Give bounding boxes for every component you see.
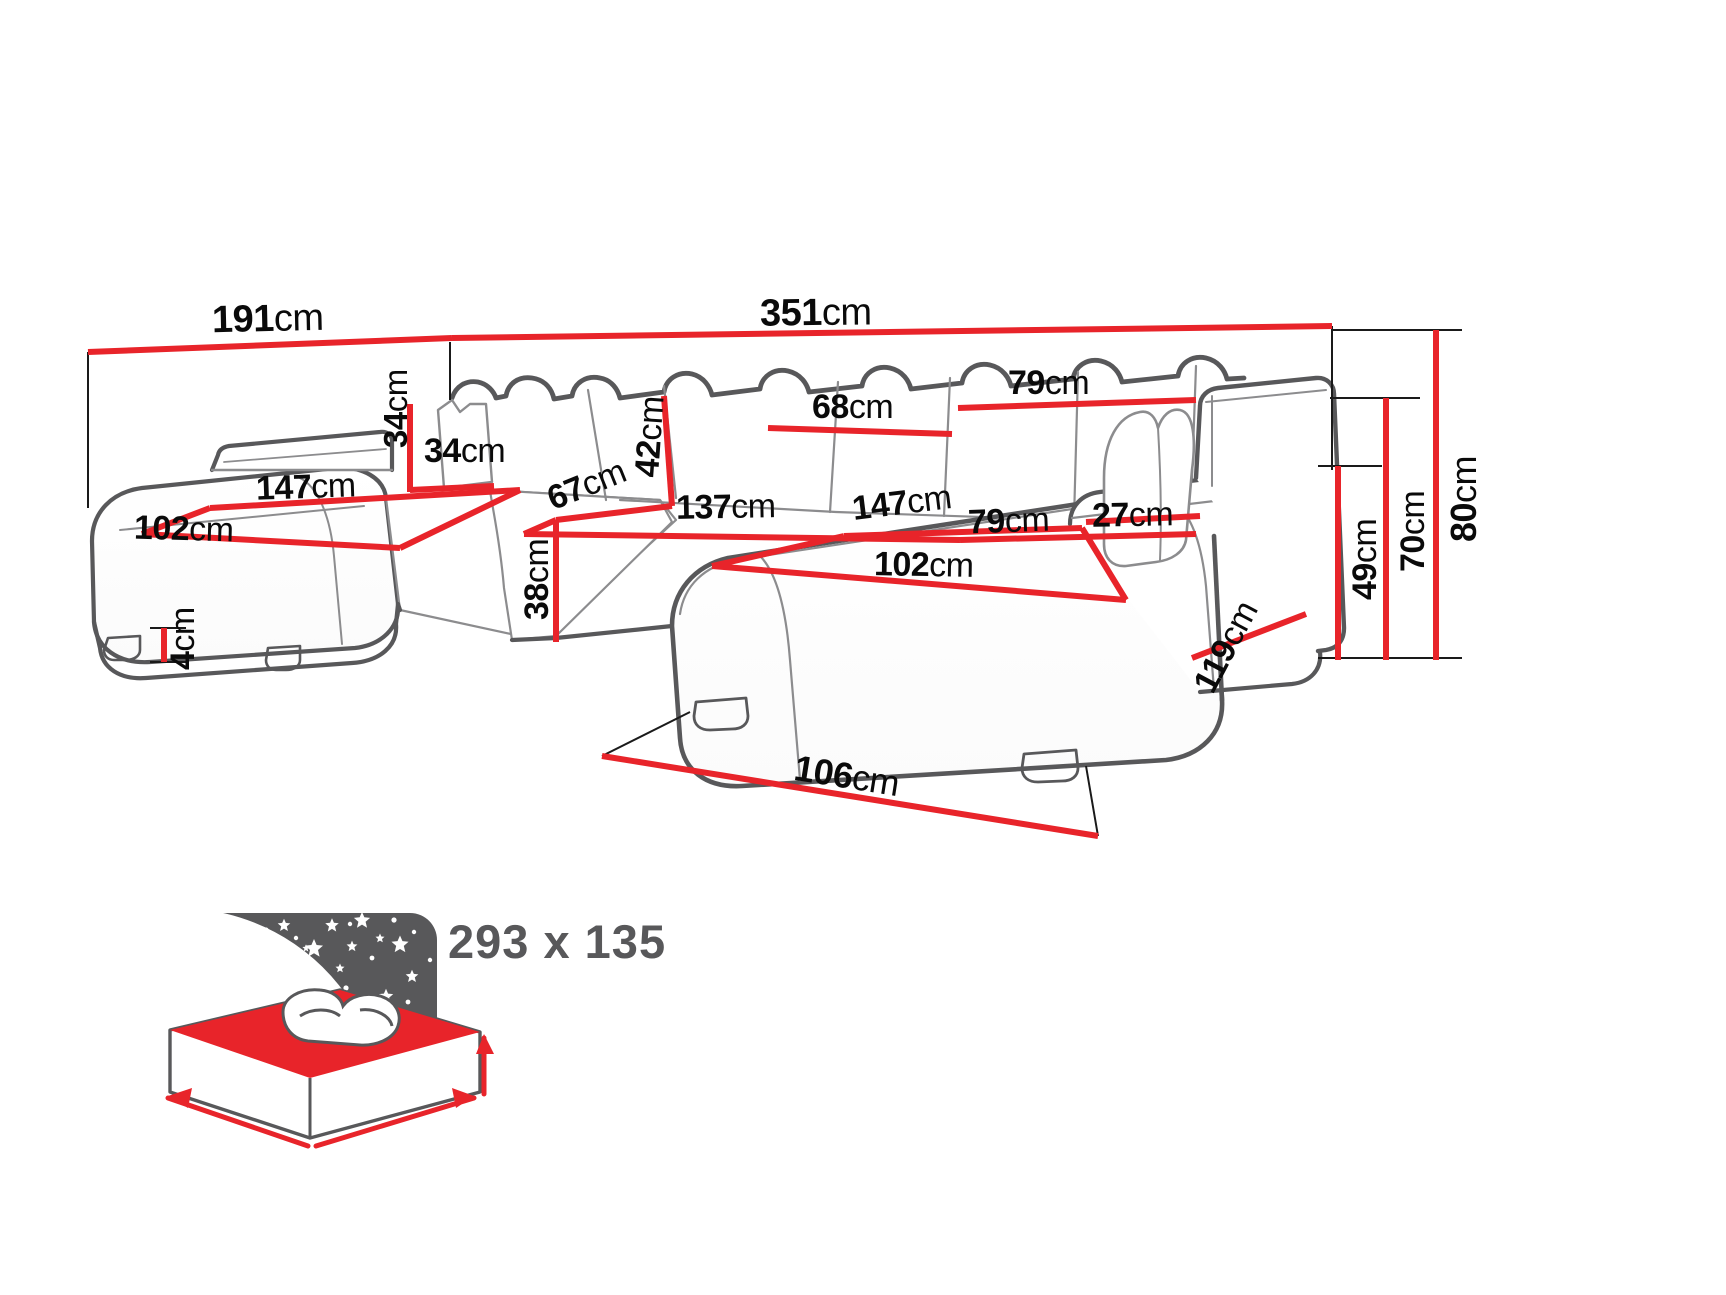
- dimension-label-147-left: 147cm: [255, 466, 357, 508]
- dimension-label-42: 42cm: [628, 394, 672, 479]
- dimension-lines: [87, 323, 1439, 839]
- dimension-label-102-left: 102cm: [133, 508, 235, 550]
- dimension-label-191: 191cm: [211, 296, 325, 342]
- dimension-label-79-right: 79cm: [967, 500, 1050, 542]
- dimension-label-137: 137cm: [675, 487, 776, 527]
- dimension-label-49: 49cm: [1346, 518, 1384, 600]
- dimension-label-80: 80cm: [1443, 455, 1484, 542]
- dimension-label-38: 38cm: [518, 538, 556, 620]
- dimension-label-70: 70cm: [1394, 490, 1432, 572]
- dimension-label-27: 27cm: [1091, 495, 1174, 535]
- sleep-size-label: 293 x 135: [448, 915, 667, 968]
- dimension-label-102-right: 102cm: [873, 545, 974, 585]
- extension-lines: [87, 326, 1462, 837]
- dimension-label-34-vertical: 34cm: [377, 369, 414, 448]
- dimension-label-351: 351cm: [759, 291, 872, 335]
- dimension-label-68: 68cm: [812, 388, 894, 426]
- dimension-label-4: 4cm: [164, 607, 202, 670]
- dimension-label-79-top: 79cm: [1008, 364, 1090, 402]
- dimension-label-34-horizontal: 34cm: [424, 432, 506, 470]
